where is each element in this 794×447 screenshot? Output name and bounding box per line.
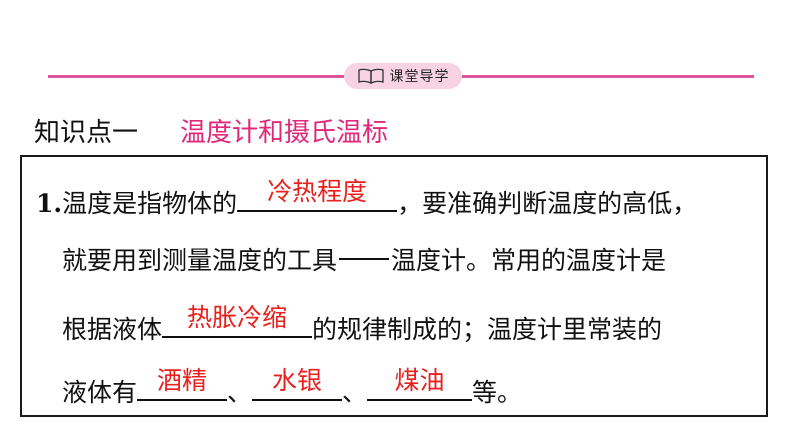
item-number: 1.	[36, 189, 63, 218]
answer-4: 水银	[272, 366, 323, 395]
text-segment: 根据液体	[62, 315, 163, 344]
fill-blank-3: 酒精	[137, 366, 228, 401]
em-dash	[339, 258, 390, 260]
section-badge-label: 课堂导学	[389, 69, 450, 85]
answer-3: 酒精	[157, 366, 208, 395]
content-line-2: 就要用到测量温度的工具 温度计。常用的温度计是	[62, 243, 666, 279]
header-rule-right	[462, 75, 754, 78]
text-segment: 液体有	[62, 378, 138, 407]
content-line-1: 1.温度是指物体的冷热程度 ，要准确判断温度的高低，	[36, 177, 698, 222]
content-line-4: 液体有酒精、水银、煤油等。	[62, 366, 523, 411]
content-box	[20, 155, 768, 417]
content-line-3: 根据液体热胀冷缩的规律制成的；温度计里常装的	[62, 303, 663, 348]
text-segment: 温度是指物体的	[62, 189, 238, 218]
section-badge: 课堂导学	[344, 63, 462, 89]
header-rule-left	[48, 75, 344, 78]
separator: 、	[342, 378, 368, 407]
knowledge-point-title: 温度计和摄氏温标	[180, 118, 389, 148]
text-segment: ，要准确判断温度的高低，	[397, 189, 698, 218]
answer-2: 热胀冷缩	[187, 303, 288, 332]
open-book-icon	[357, 68, 384, 84]
fill-blank-5: 煤油	[367, 366, 473, 401]
text-segment: 就要用到测量温度的工具	[62, 246, 338, 275]
text-segment: 等。	[472, 378, 523, 407]
answer-1: 冷热程度	[267, 177, 368, 206]
fill-blank-4: 水银	[252, 366, 343, 401]
answer-5: 煤油	[394, 366, 445, 395]
fill-blank-1: 冷热程度	[237, 177, 398, 212]
knowledge-point-label: 知识点一	[34, 118, 139, 148]
text-segment: 的规律制成的；温度计里常装的	[312, 315, 663, 344]
separator: 、	[227, 378, 253, 407]
text-segment: 温度计。常用的温度计是	[391, 246, 667, 275]
fill-blank-2: 热胀冷缩	[162, 303, 313, 338]
